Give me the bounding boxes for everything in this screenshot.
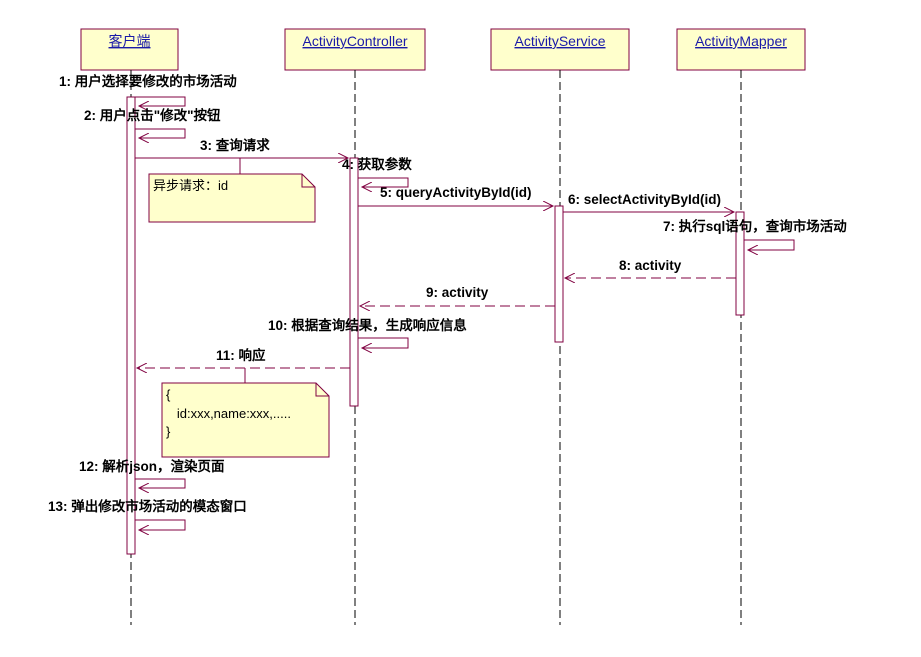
response-note-line-0: { <box>166 387 171 402</box>
message-13: 13: 弹出修改市场活动的模态窗口 <box>48 498 247 530</box>
message-1: 1: 用户选择要修改的市场活动 <box>59 73 237 106</box>
message-10: 10: 根据查询结果，生成响应信息 <box>268 317 467 348</box>
message-8: 8: activity <box>565 258 736 278</box>
message-1-label: 1: 用户选择要修改的市场活动 <box>59 73 237 89</box>
lifeline-service: ActivityService <box>490 28 630 625</box>
lifeline-mapper-label: ActivityMapper <box>695 33 787 49</box>
message-12-label: 12: 解析json，渲染页面 <box>79 458 225 474</box>
activation-client <box>126 96 136 555</box>
message-11: 11: 响应 <box>137 347 350 368</box>
lifeline-controller-label: ActivityController <box>302 33 407 49</box>
message-5-label: 5: queryActivityById(id) <box>380 185 532 200</box>
message-2: 2: 用户点击"修改"按钮 <box>84 107 221 138</box>
message-4-label: 4: 获取参数 <box>342 156 412 172</box>
message-7: 7: 执行sql语句，查询市场活动 <box>663 218 847 250</box>
lifeline-mapper: ActivityMapper <box>676 28 806 625</box>
message-12: 12: 解析json，渲染页面 <box>79 458 225 488</box>
response-note: { id:xxx,name:xxx,..... } <box>161 368 330 458</box>
message-5: 5: queryActivityById(id) <box>358 185 553 206</box>
request-note-line-0: 异步请求：id <box>153 178 228 193</box>
message-4: 4: 获取参数 <box>342 156 412 187</box>
request-note: 异步请求：id <box>148 158 316 223</box>
response-note-line-1: id:xxx,name:xxx,..... <box>166 406 291 421</box>
lifeline-service-label: ActivityService <box>514 33 605 49</box>
message-2-label: 2: 用户点击"修改"按钮 <box>84 107 221 123</box>
message-9: 9: activity <box>360 285 555 306</box>
message-3-label: 3: 查询请求 <box>200 137 270 153</box>
message-13-label: 13: 弹出修改市场活动的模态窗口 <box>48 498 247 514</box>
response-note-line-2: } <box>166 424 171 439</box>
message-7-label: 7: 执行sql语句，查询市场活动 <box>663 218 847 234</box>
message-8-label: 8: activity <box>619 258 682 273</box>
message-11-label: 11: 响应 <box>216 347 266 363</box>
lifeline-client-label: 客户端 <box>109 33 151 49</box>
activation-mapper <box>735 211 745 316</box>
message-6: 6: selectActivityById(id) <box>563 192 734 212</box>
activation-service <box>554 205 564 343</box>
activation-controller <box>349 157 359 407</box>
message-10-label: 10: 根据查询结果，生成响应信息 <box>268 317 467 333</box>
message-3: 3: 查询请求 <box>135 137 348 158</box>
message-6-label: 6: selectActivityById(id) <box>568 192 721 207</box>
message-9-label: 9: activity <box>426 285 489 300</box>
